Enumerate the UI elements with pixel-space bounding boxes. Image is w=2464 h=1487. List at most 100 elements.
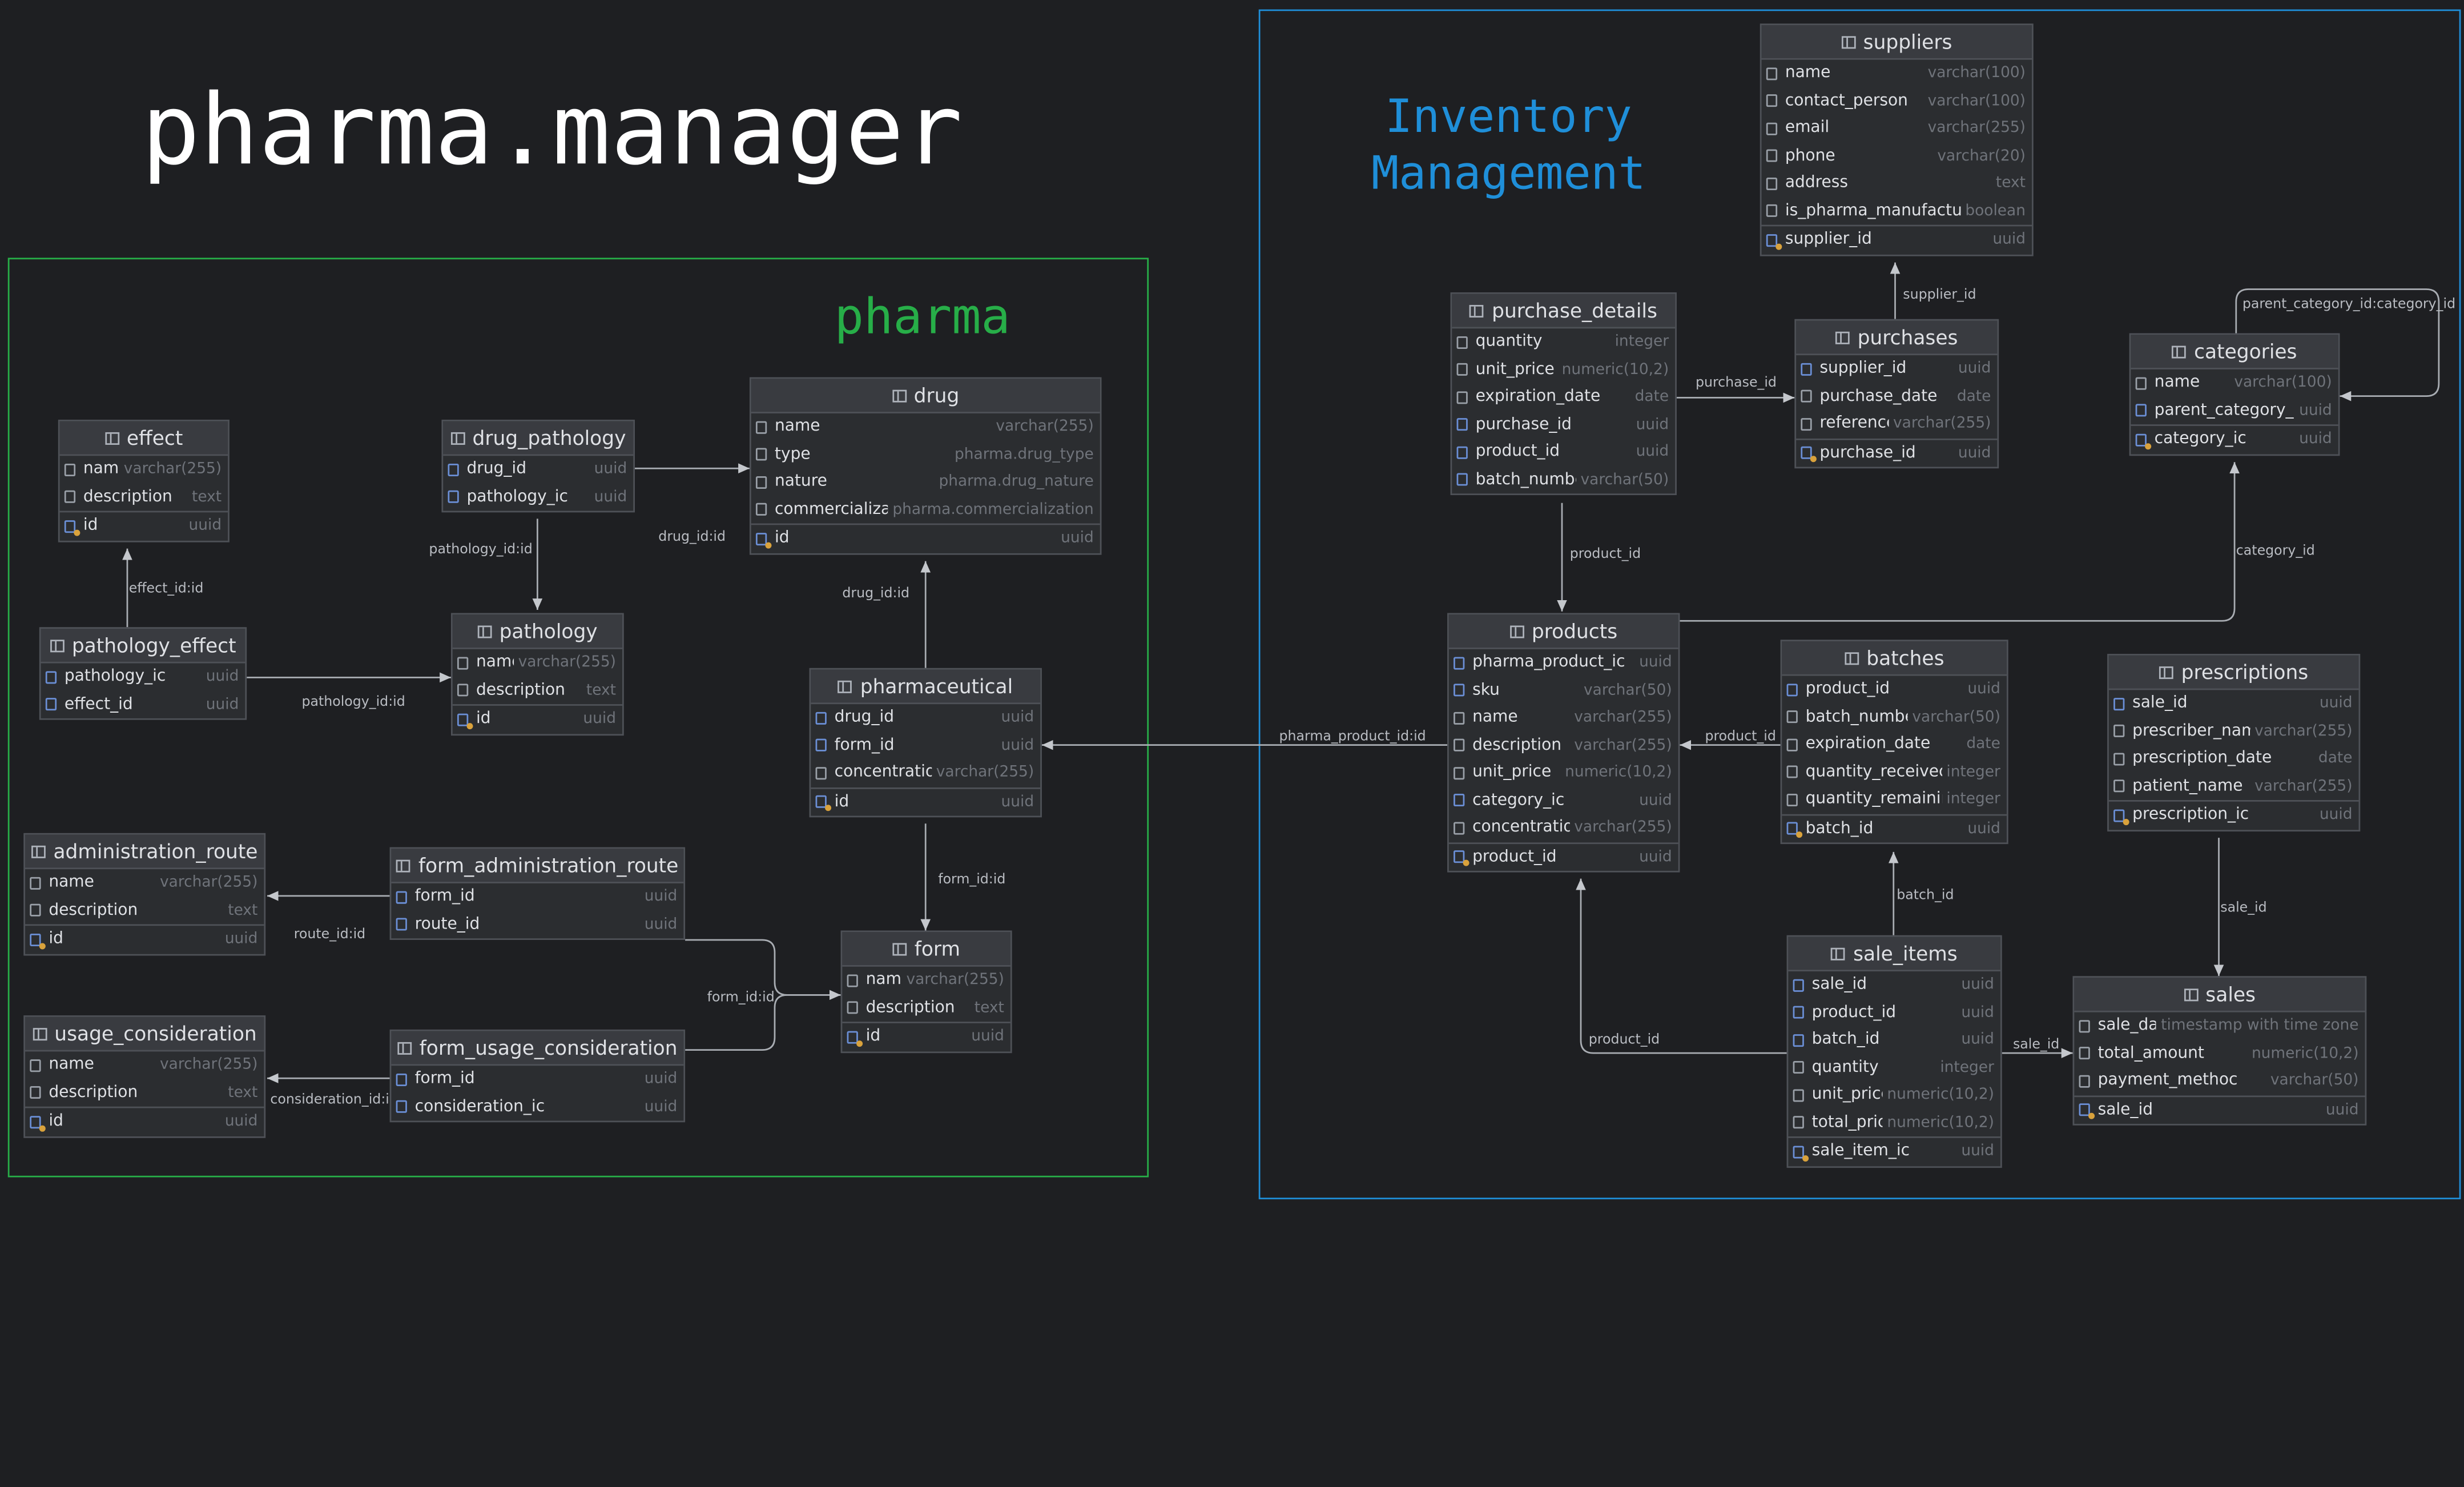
table-header[interactable]: effect	[59, 421, 228, 456]
table-header[interactable]: sale_items	[1788, 937, 2000, 972]
table-form[interactable]: formnamevarchar(255)descriptiontextiduui…	[840, 930, 1012, 1052]
table-header[interactable]: suppliers	[1761, 25, 2032, 60]
table-header[interactable]: purchases	[1796, 320, 1998, 356]
table-prescriptions[interactable]: prescriptionssale_iduuidprescriber_namev…	[2107, 654, 2361, 831]
table-pathology[interactable]: pathologynamevarchar(255)descriptiontext…	[450, 613, 624, 735]
table-header[interactable]: administration_route	[25, 834, 264, 870]
table-header[interactable]: pathology	[452, 614, 622, 649]
table-header[interactable]: batches	[1782, 641, 2007, 676]
table-effect[interactable]: effectnamevarchar(255)descriptiontextidu…	[58, 419, 230, 542]
column-row[interactable]: concentrationvarchar(255)	[1449, 814, 1678, 842]
column-row[interactable]: commercializatiopharma.commercialization	[751, 496, 1100, 523]
table-header[interactable]: pharmaceutical	[811, 669, 1041, 705]
table-header[interactable]: usage_consideration	[25, 1016, 264, 1052]
column-row[interactable]: sale_datetimestamp with time zone	[2074, 1012, 2365, 1040]
table-header[interactable]: form_administration_route	[391, 849, 684, 883]
column-row[interactable]: quantity_remaininginteger	[1782, 786, 2007, 813]
table-header[interactable]: form_usage_consideration	[391, 1031, 684, 1066]
table-header[interactable]: products	[1448, 614, 1678, 649]
table-header[interactable]: categories	[2131, 335, 2338, 369]
table-header[interactable]: pathology_effect	[41, 629, 245, 664]
table-header[interactable]: drug_pathology	[443, 421, 634, 456]
table-batches[interactable]: batchesproduct_iduuidbatch_numbervarchar…	[1780, 640, 2008, 845]
column-row[interactable]: batch_numbervarchar(50)	[1782, 704, 2007, 731]
column-row[interactable]: concentrationvarchar(255)	[811, 759, 1040, 786]
table-header[interactable]: drug	[751, 379, 1100, 413]
column-row[interactable]: referencevarchar(255)	[1796, 410, 1997, 437]
table-header[interactable]: sales	[2074, 978, 2365, 1012]
table-header[interactable]: form	[842, 932, 1010, 967]
column-row[interactable]: batch_numbervarchar(50)	[1452, 466, 1675, 493]
